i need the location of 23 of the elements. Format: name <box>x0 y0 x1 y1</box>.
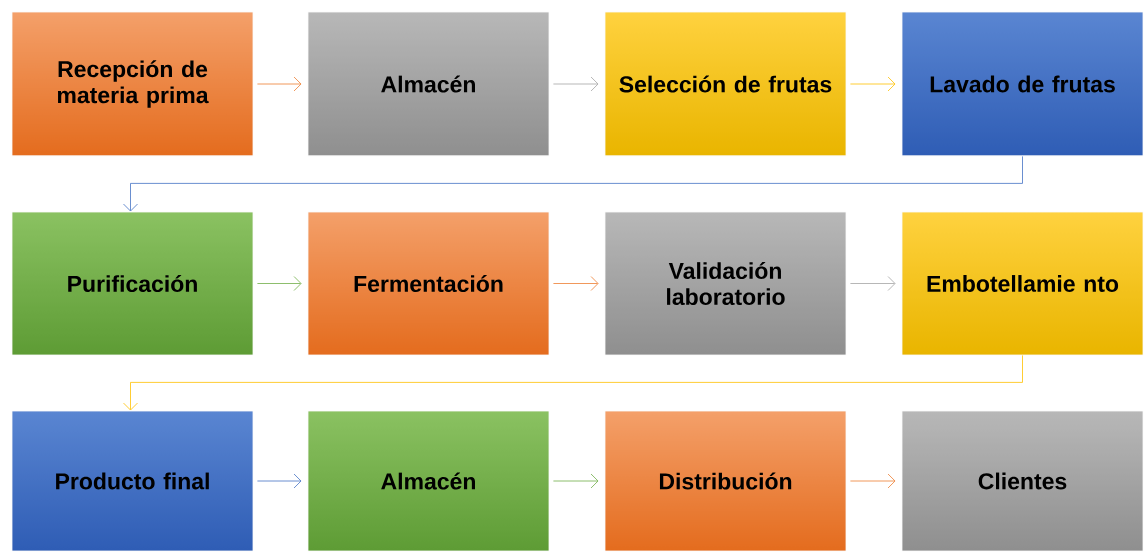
arrow <box>553 276 599 291</box>
arrow <box>850 76 896 92</box>
process-box: Purificación <box>11 211 254 356</box>
arrow <box>850 473 896 489</box>
arrow <box>257 473 302 489</box>
arrow <box>123 156 1023 212</box>
process-box: Validación laboratorio <box>604 211 847 356</box>
arrow <box>553 473 599 489</box>
arrow <box>123 355 1023 411</box>
process-box: Fermentación <box>307 211 550 356</box>
arrow <box>257 276 302 291</box>
process-box: Almacén <box>307 11 550 157</box>
process-box: Almacén <box>307 410 550 552</box>
process-box: Producto final <box>11 410 254 552</box>
process-box: Selección de frutas <box>604 11 847 157</box>
process-box: Recepción de materia prima <box>11 11 254 157</box>
process-box: Lavado de frutas <box>901 11 1144 157</box>
process-box: Clientes <box>901 410 1144 552</box>
process-box: Distribución <box>604 410 847 552</box>
arrow <box>257 76 302 92</box>
arrow <box>553 76 599 92</box>
process-box: Embotellamie nto <box>901 211 1144 356</box>
arrow <box>850 276 896 291</box>
